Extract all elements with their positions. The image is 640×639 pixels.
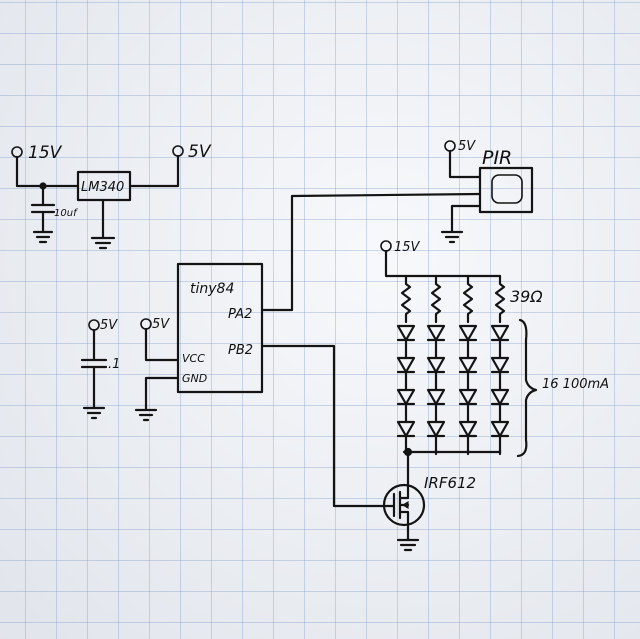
ground-reg [90, 198, 116, 250]
led-cathode [458, 370, 478, 392]
regulator-section: 15V 10uf LM340 5V [11, 142, 212, 250]
led-cathode [458, 338, 478, 360]
label-vcc: VCC [182, 352, 205, 365]
terminal-5v-cap [88, 319, 100, 331]
led-cathode [490, 370, 510, 392]
led-cathode [490, 402, 510, 424]
label-led-note: 16 100mA [542, 377, 609, 392]
pir-lens [491, 174, 523, 204]
wire-pir-signal [260, 192, 482, 312]
led-cathode [396, 338, 416, 360]
capacitor-mcu [80, 328, 108, 420]
brace [516, 318, 538, 458]
label-tiny84: tiny84 [190, 281, 234, 297]
label-10uf: 10uf [54, 208, 78, 219]
led-columns [396, 274, 510, 456]
ground-pir [440, 204, 482, 244]
wire-15v-bus [384, 249, 502, 278]
ground-mosfet [396, 538, 420, 552]
wire-15v-in [15, 155, 80, 188]
led-cathode [490, 338, 510, 360]
led-diode [426, 324, 446, 342]
led-diode [458, 356, 478, 374]
pir-section: 5V PIR [260, 139, 534, 312]
label-5v-pir: 5V [458, 139, 476, 154]
label-cap-01: .1 [108, 357, 120, 372]
wire-pb2-gate [260, 344, 396, 508]
label-pa2: PA2 [228, 307, 252, 322]
led-diode [458, 420, 478, 438]
wire-pir-vcc [448, 149, 482, 179]
led-diode [490, 324, 510, 342]
label-39ohm: 39Ω [510, 287, 543, 306]
led-diode [426, 420, 446, 438]
label-irf612: IRF612 [424, 474, 476, 492]
label-5v-vcc: 5V [152, 317, 170, 332]
terminal-15v-led [380, 240, 392, 252]
resistor-1 [400, 274, 412, 324]
led-diode [490, 356, 510, 374]
led-diode [396, 388, 416, 406]
terminal-5v [172, 145, 184, 157]
led-diode [426, 388, 446, 406]
mosfet-arrow [401, 500, 409, 510]
led-diode [426, 356, 446, 374]
led-diode [458, 388, 478, 406]
wire-5v-out [128, 154, 180, 188]
led-cathode [426, 338, 446, 360]
capacitor-reg [30, 184, 56, 244]
wire-vcc [144, 327, 180, 362]
terminal-5v-vcc [140, 318, 152, 330]
terminal-5v-pir [444, 140, 456, 152]
resistor-2 [430, 274, 442, 324]
led-diode [490, 388, 510, 406]
led-cathode [426, 402, 446, 424]
led-diode [396, 324, 416, 342]
mcu-section: tiny84 PA2 PB2 VCC GND 5V 5V .1 [80, 262, 264, 422]
resistor-3 [462, 274, 474, 324]
label-gnd: GND [182, 372, 207, 385]
led-cathode [396, 402, 416, 424]
label-15v-top: 15V [28, 143, 63, 163]
mosfet-circle [382, 483, 426, 527]
led-cathode [426, 370, 446, 392]
mosfet-symbol [392, 450, 410, 542]
led-cathode [458, 402, 478, 424]
pir-box [478, 166, 534, 214]
label-5v-reg: 5V [188, 142, 212, 162]
led-diode [396, 420, 416, 438]
resistor-4 [494, 274, 506, 324]
led-diode [396, 356, 416, 374]
label-pir: PIR [482, 147, 512, 169]
label-5v-cap: 5V [100, 318, 118, 333]
ground-mcu [134, 376, 180, 422]
led-diode [490, 420, 510, 438]
mosfet-section: IRF612 [260, 344, 476, 552]
label-lm340: LM340 [81, 180, 124, 195]
led-cathode [396, 370, 416, 392]
terminal-15v [11, 146, 23, 158]
label-15v-led: 15V [394, 240, 421, 255]
tiny84-box [176, 262, 264, 394]
led-diode [458, 324, 478, 342]
led-section: 15V 39Ω 16 100mA [380, 240, 609, 458]
label-pb2: PB2 [228, 343, 253, 358]
